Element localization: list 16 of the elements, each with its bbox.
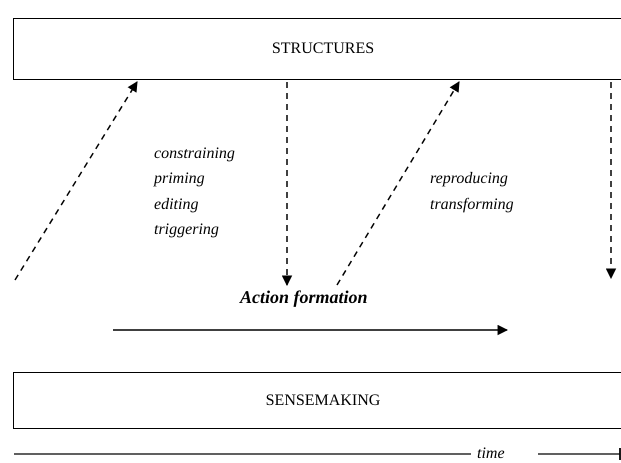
annotation-text: priming	[154, 171, 205, 187]
dashed-arrow	[14, 81, 138, 280]
process-box	[13, 372, 621, 429]
process-box	[13, 18, 621, 80]
heading-text: Action formation	[240, 287, 368, 308]
axis-label: time	[477, 446, 505, 462]
box-title: STRUCTURES	[272, 40, 374, 58]
annotation-text: reproducing	[430, 171, 508, 187]
dashed-arrow	[336, 81, 460, 286]
annotation-text: triggering	[154, 222, 219, 238]
annotation-text: constraining	[154, 146, 235, 162]
annotation-text: editing	[154, 197, 198, 213]
dashed-arrow	[606, 82, 616, 280]
box-title: SENSEMAKING	[266, 392, 380, 410]
dashed-arrow	[282, 82, 292, 286]
annotation-text: transforming	[430, 197, 514, 213]
